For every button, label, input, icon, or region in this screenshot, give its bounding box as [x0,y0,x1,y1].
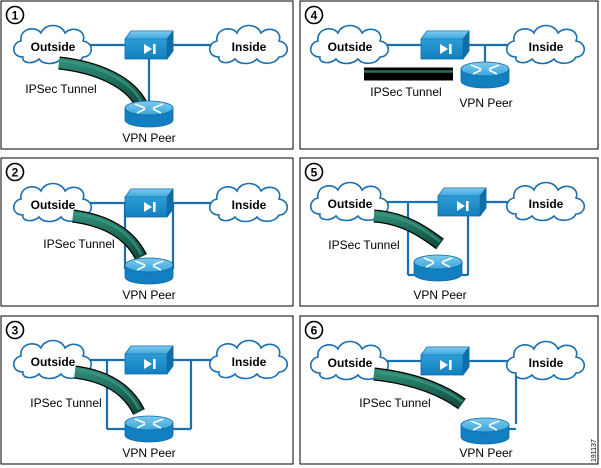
outside-cloud-icon: Outside [12,24,93,65]
panel-number: 3 [12,323,19,337]
outside-cloud-icon: Outside [309,340,390,381]
inside-cloud-icon: Inside [505,24,586,65]
inside-label: Inside [232,355,267,369]
firewall-appliance-icon [420,30,470,60]
vpn-peer-label: VPN Peer [459,446,512,460]
panel-number-badge: 2 [5,162,25,182]
vpn-peer-label: VPN Peer [122,446,175,460]
ipsec-tunnel-label: IPSec Tunnel [30,396,101,410]
inside-label: Inside [232,40,267,54]
vpn-peer-label: VPN Peer [122,131,175,145]
outside-label: Outside [31,198,76,212]
outside-label: Outside [328,40,373,54]
inside-label: Inside [529,197,564,211]
ipsec-tunnel [373,209,444,250]
firewall-appliance-icon [437,187,487,217]
vpn-peer-label: VPN Peer [122,288,175,302]
inside-cloud-icon: Inside [208,182,289,223]
outside-cloud-icon: Outside [12,182,93,223]
ipsec-tunnel [364,67,453,81]
vpn-peer-router-icon [124,257,174,285]
panel-number-badge: 4 [304,5,324,25]
outside-cloud-icon: Outside [309,24,390,65]
vpn-peer-label: VPN Peer [459,96,512,110]
ipsec-tunnel-label: IPSec Tunnel [370,85,441,99]
firewall-appliance-icon [124,30,174,60]
inside-cloud-icon: Inside [505,181,586,222]
inside-cloud-icon: Inside [208,339,289,380]
panel-frame [299,157,599,307]
ipsec-tunnel-label: IPSec Tunnel [25,82,96,96]
vpn-peer-router-icon [124,100,174,128]
vpn-peer-router-icon [124,415,174,443]
ipsec-tunnel [373,367,466,410]
ipsec-tunnel [58,56,147,108]
vpn-peer-router-icon [413,254,463,282]
panel-number: 1 [12,8,19,22]
panel-number-badge: 5 [304,162,324,182]
panel-number: 2 [12,165,19,179]
inside-cloud-icon: Inside [505,340,586,381]
inside-cloud-icon: Inside [208,24,289,65]
outside-label: Outside [31,40,76,54]
panel-number-badge: 3 [5,320,25,340]
outside-label: Outside [31,355,76,369]
panel-number-badge: 1 [5,5,25,25]
outside-label: Outside [328,356,373,370]
vpn-peer-router-icon [460,61,510,89]
ipsec-tunnel-label: IPSec Tunnel [359,396,430,410]
panel-number: 4 [311,8,318,22]
figure-id: 191137 [591,439,598,462]
network-links [83,358,219,431]
outside-cloud-icon: Outside [309,181,390,222]
panel-number: 5 [311,165,318,179]
firewall-appliance-icon [420,346,470,376]
vpn-peer-label: VPN Peer [413,288,466,302]
panel-number-badge: 6 [304,320,324,340]
vpn-peer-router-icon [460,417,510,445]
ipsec-tunnel-label: IPSec Tunnel [328,238,399,252]
inside-label: Inside [529,40,564,54]
outside-cloud-icon: Outside [12,339,93,380]
ipsec-tunnel [74,365,145,416]
firewall-appliance-icon [124,188,174,218]
panel-number: 6 [311,323,318,337]
firewall-appliance-icon [124,345,174,375]
ipsec-tunnel [72,209,147,261]
ipsec-tunnel-label: IPSec Tunnel [43,237,114,251]
outside-label: Outside [328,197,373,211]
inside-label: Inside [529,356,564,370]
inside-label: Inside [232,198,267,212]
